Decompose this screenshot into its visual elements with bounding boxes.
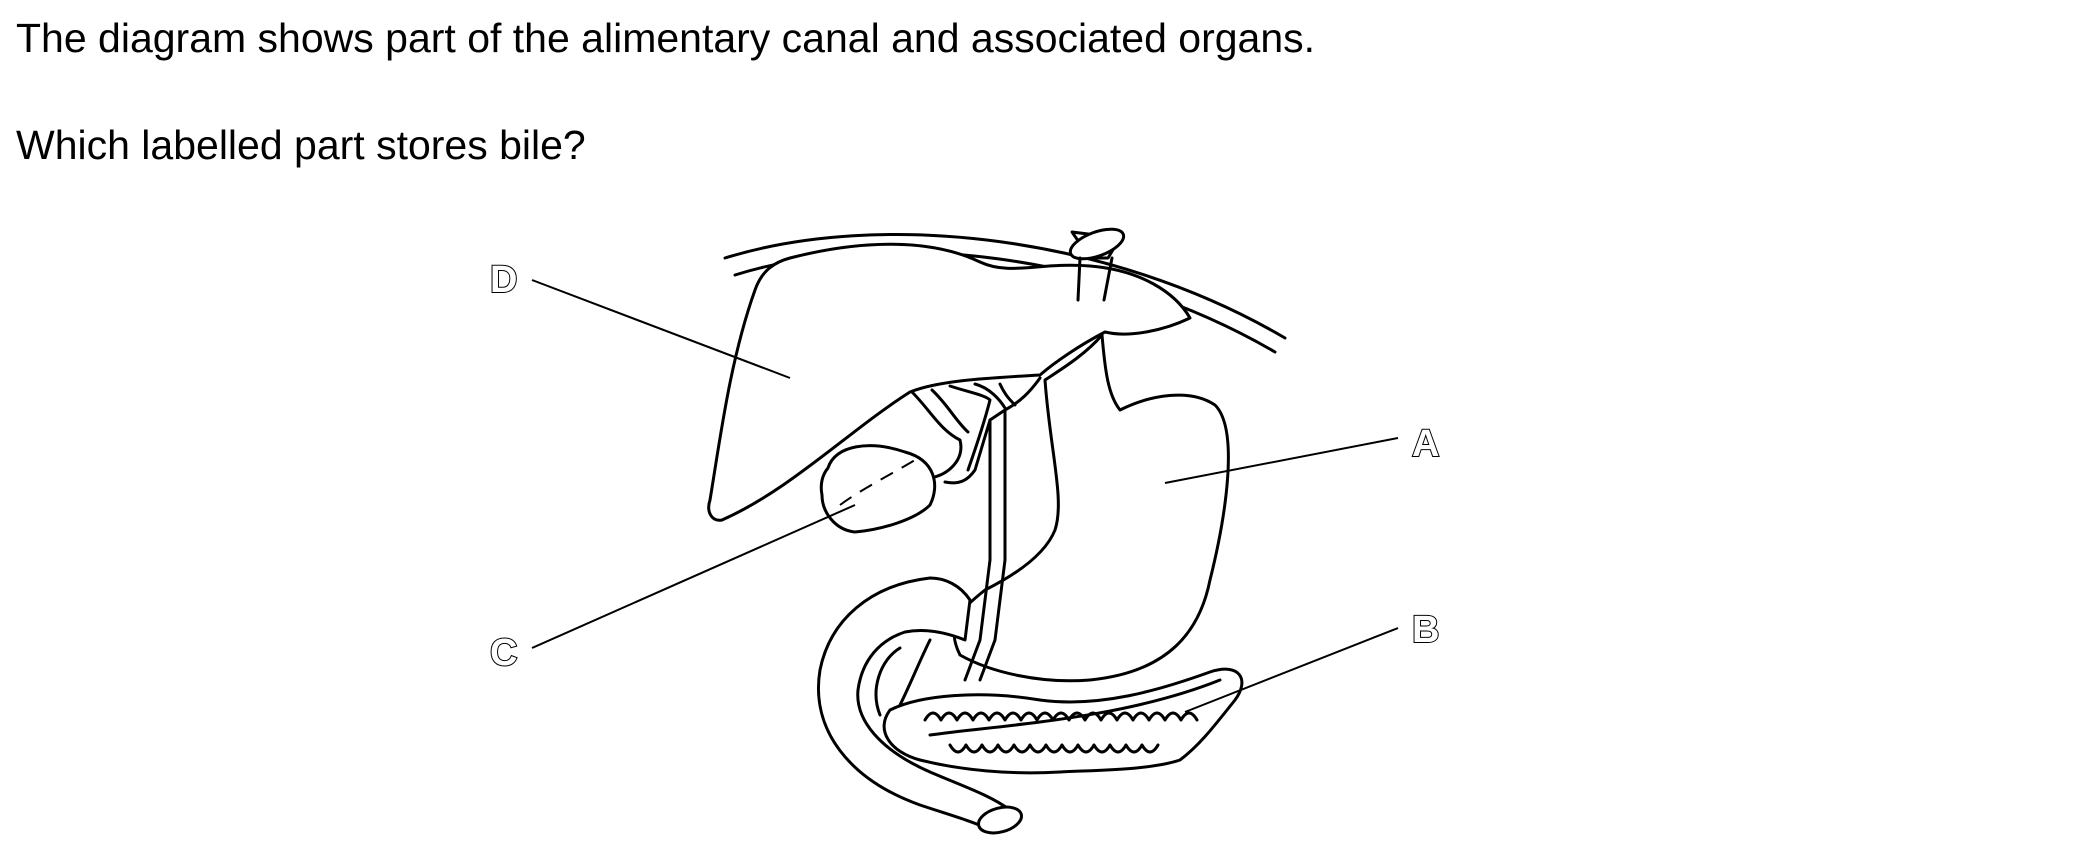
label-d: D [490,259,517,301]
oesophagus [1068,227,1126,302]
leader-line-d [531,279,791,379]
question-intro-text: The diagram shows part of the alimentary… [16,15,1316,61]
label-c: C [490,632,517,674]
duodenum [817,576,1012,832]
bile-ducts [910,376,1042,682]
leader-line-b [1184,627,1399,713]
leader-line-a [1164,437,1399,484]
question-prompt-text: Which labelled part stores bile? [16,122,586,168]
label-a: A [1412,423,1439,465]
stomach [952,333,1230,683]
gall-bladder [819,444,937,534]
pancreas-lobules [923,678,1222,754]
liver [707,242,1192,522]
label-b: B [1412,609,1439,651]
pancreas [882,667,1244,775]
leader-line-c [531,504,856,649]
